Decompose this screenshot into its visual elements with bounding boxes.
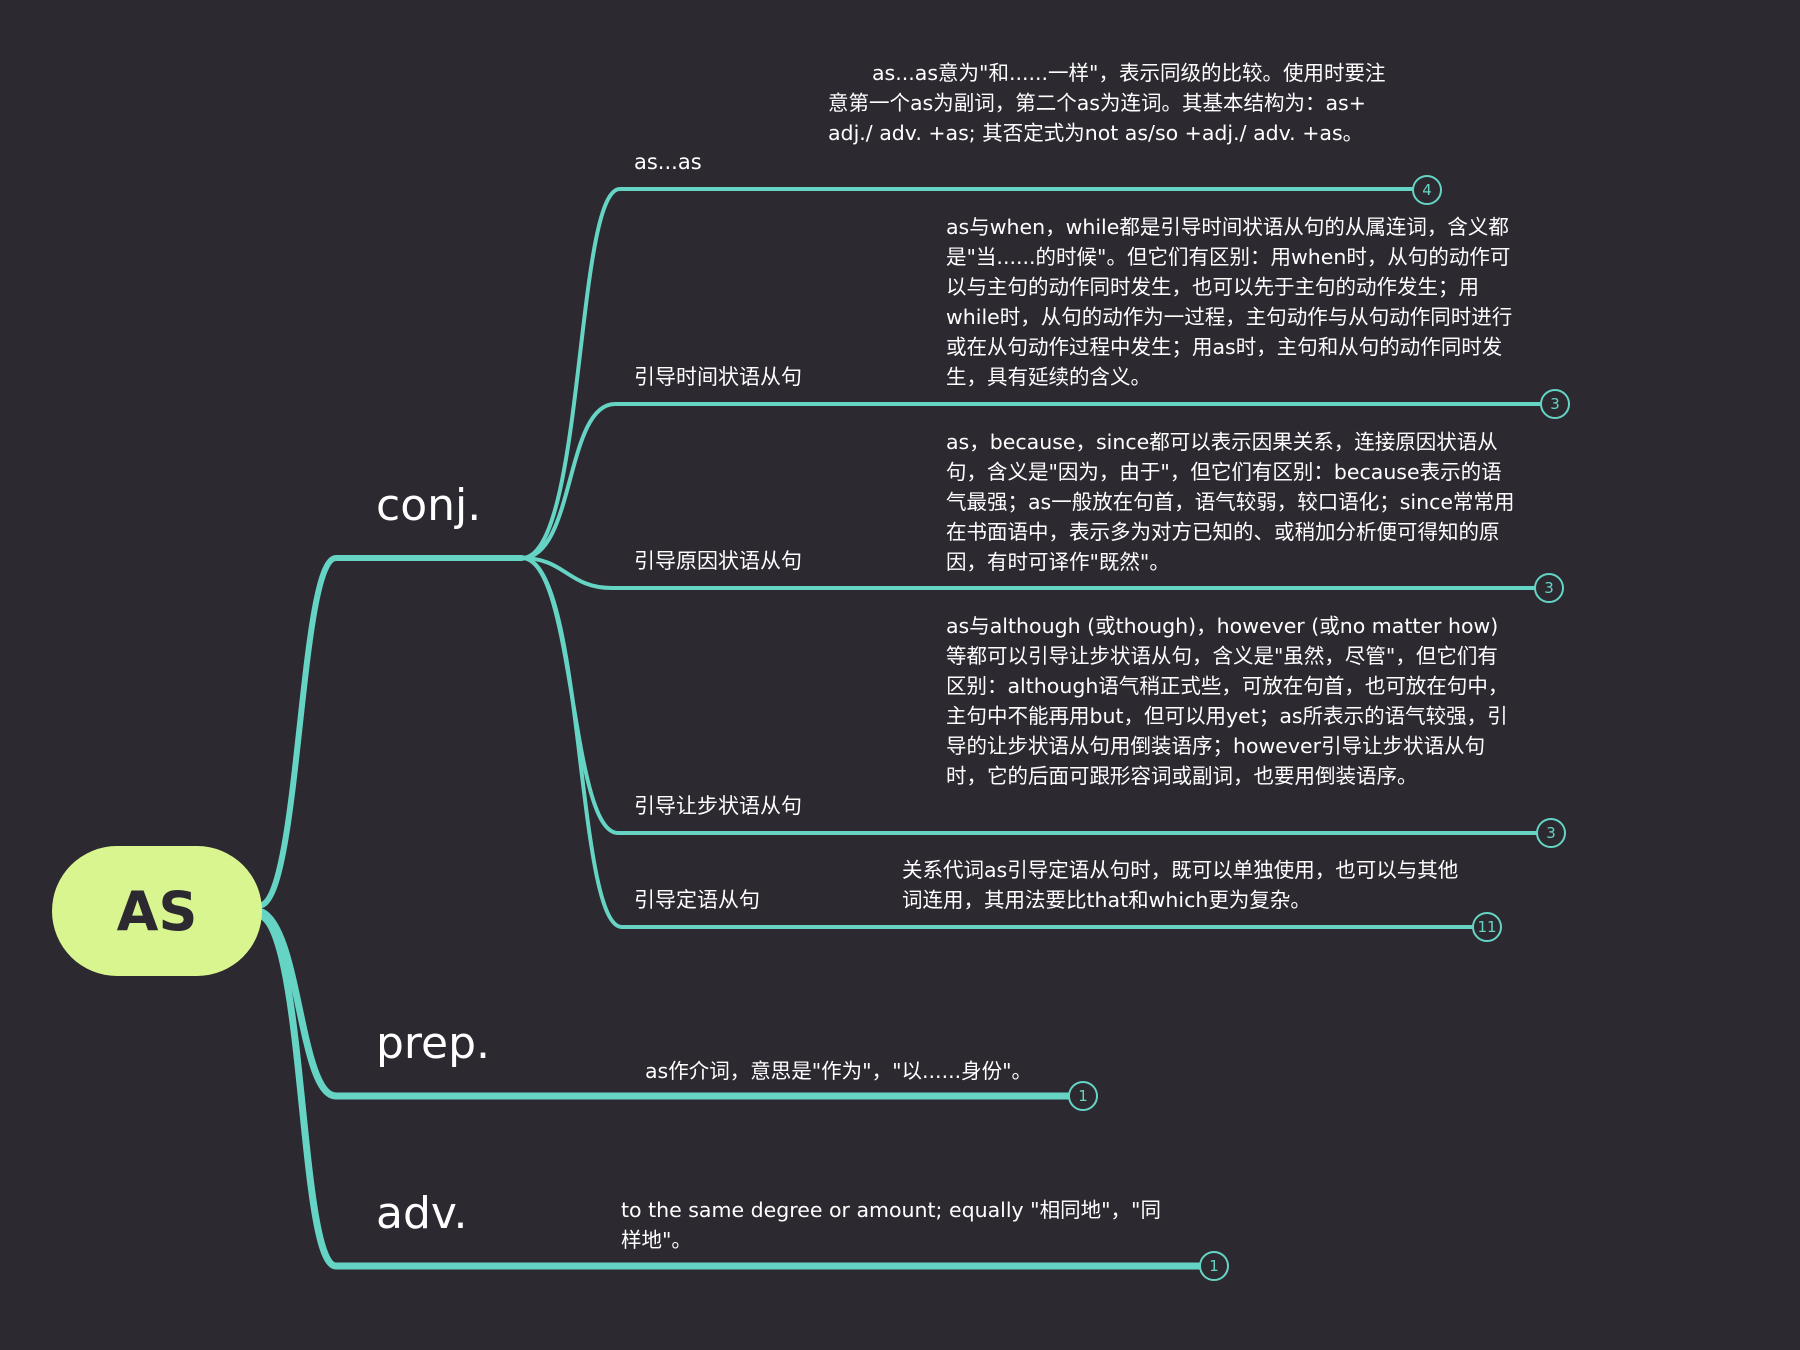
topic-asas-note: as...as意为"和......一样"，表示同级的比较。使用时要注意第一个as… — [828, 61, 1386, 145]
adv-count-badge[interactable]: 1 — [1199, 1251, 1229, 1281]
topic-attributive-note: 关系代词as引导定语从句时，既可以单独使用，也可以与其他词连用，其用法要比tha… — [902, 858, 1459, 912]
branch-prep-label[interactable]: prep. — [376, 1018, 491, 1069]
topic-time-note: as与when，while都是引导时间状语从句的从属连词，含义都是"当.....… — [946, 215, 1513, 389]
connector-root-adv — [258, 912, 1204, 1270]
connector-conj-time — [520, 402, 1544, 560]
topic-time-count-badge[interactable]: 3 — [1540, 389, 1570, 419]
topic-reason-label[interactable]: 引导原因状语从句 — [634, 549, 802, 573]
connector-conj-asas — [520, 187, 1414, 560]
connector-conj-reason — [520, 556, 1538, 590]
adv-note: to the same degree or amount; equally "相… — [621, 1198, 1161, 1252]
topic-attributive-label[interactable]: 引导定语从句 — [634, 888, 760, 912]
topic-concession-count-badge[interactable]: 3 — [1536, 818, 1566, 848]
branch-adv-label[interactable]: adv. — [376, 1188, 468, 1239]
topic-reason-note: as，because，since都可以表示因果关系，连接原因状语从句，含义是"因… — [946, 430, 1515, 574]
connector-root-prep — [258, 908, 1074, 1100]
topic-attributive-count-badge[interactable]: 11 — [1472, 912, 1502, 942]
root-node[interactable]: AS — [52, 846, 262, 976]
connector-conj-attributive — [520, 556, 1476, 929]
connector-root-conj — [259, 555, 525, 908]
root-label: AS — [116, 879, 198, 943]
topic-reason-count-badge[interactable]: 3 — [1534, 573, 1564, 603]
topic-time-label[interactable]: 引导时间状语从句 — [634, 365, 802, 389]
topic-asas-count-badge[interactable]: 4 — [1412, 175, 1442, 205]
topic-asas-label[interactable]: as...as — [634, 150, 702, 174]
prep-count-badge[interactable]: 1 — [1068, 1081, 1098, 1111]
topic-concession-label[interactable]: 引导让步状语从句 — [634, 794, 802, 818]
prep-note: as作介词，意思是"作为"，"以......身份"。 — [645, 1059, 1033, 1083]
branch-conj-label[interactable]: conj. — [376, 480, 482, 531]
topic-concession-note: as与although (或though)，however (或no matte… — [946, 614, 1509, 788]
